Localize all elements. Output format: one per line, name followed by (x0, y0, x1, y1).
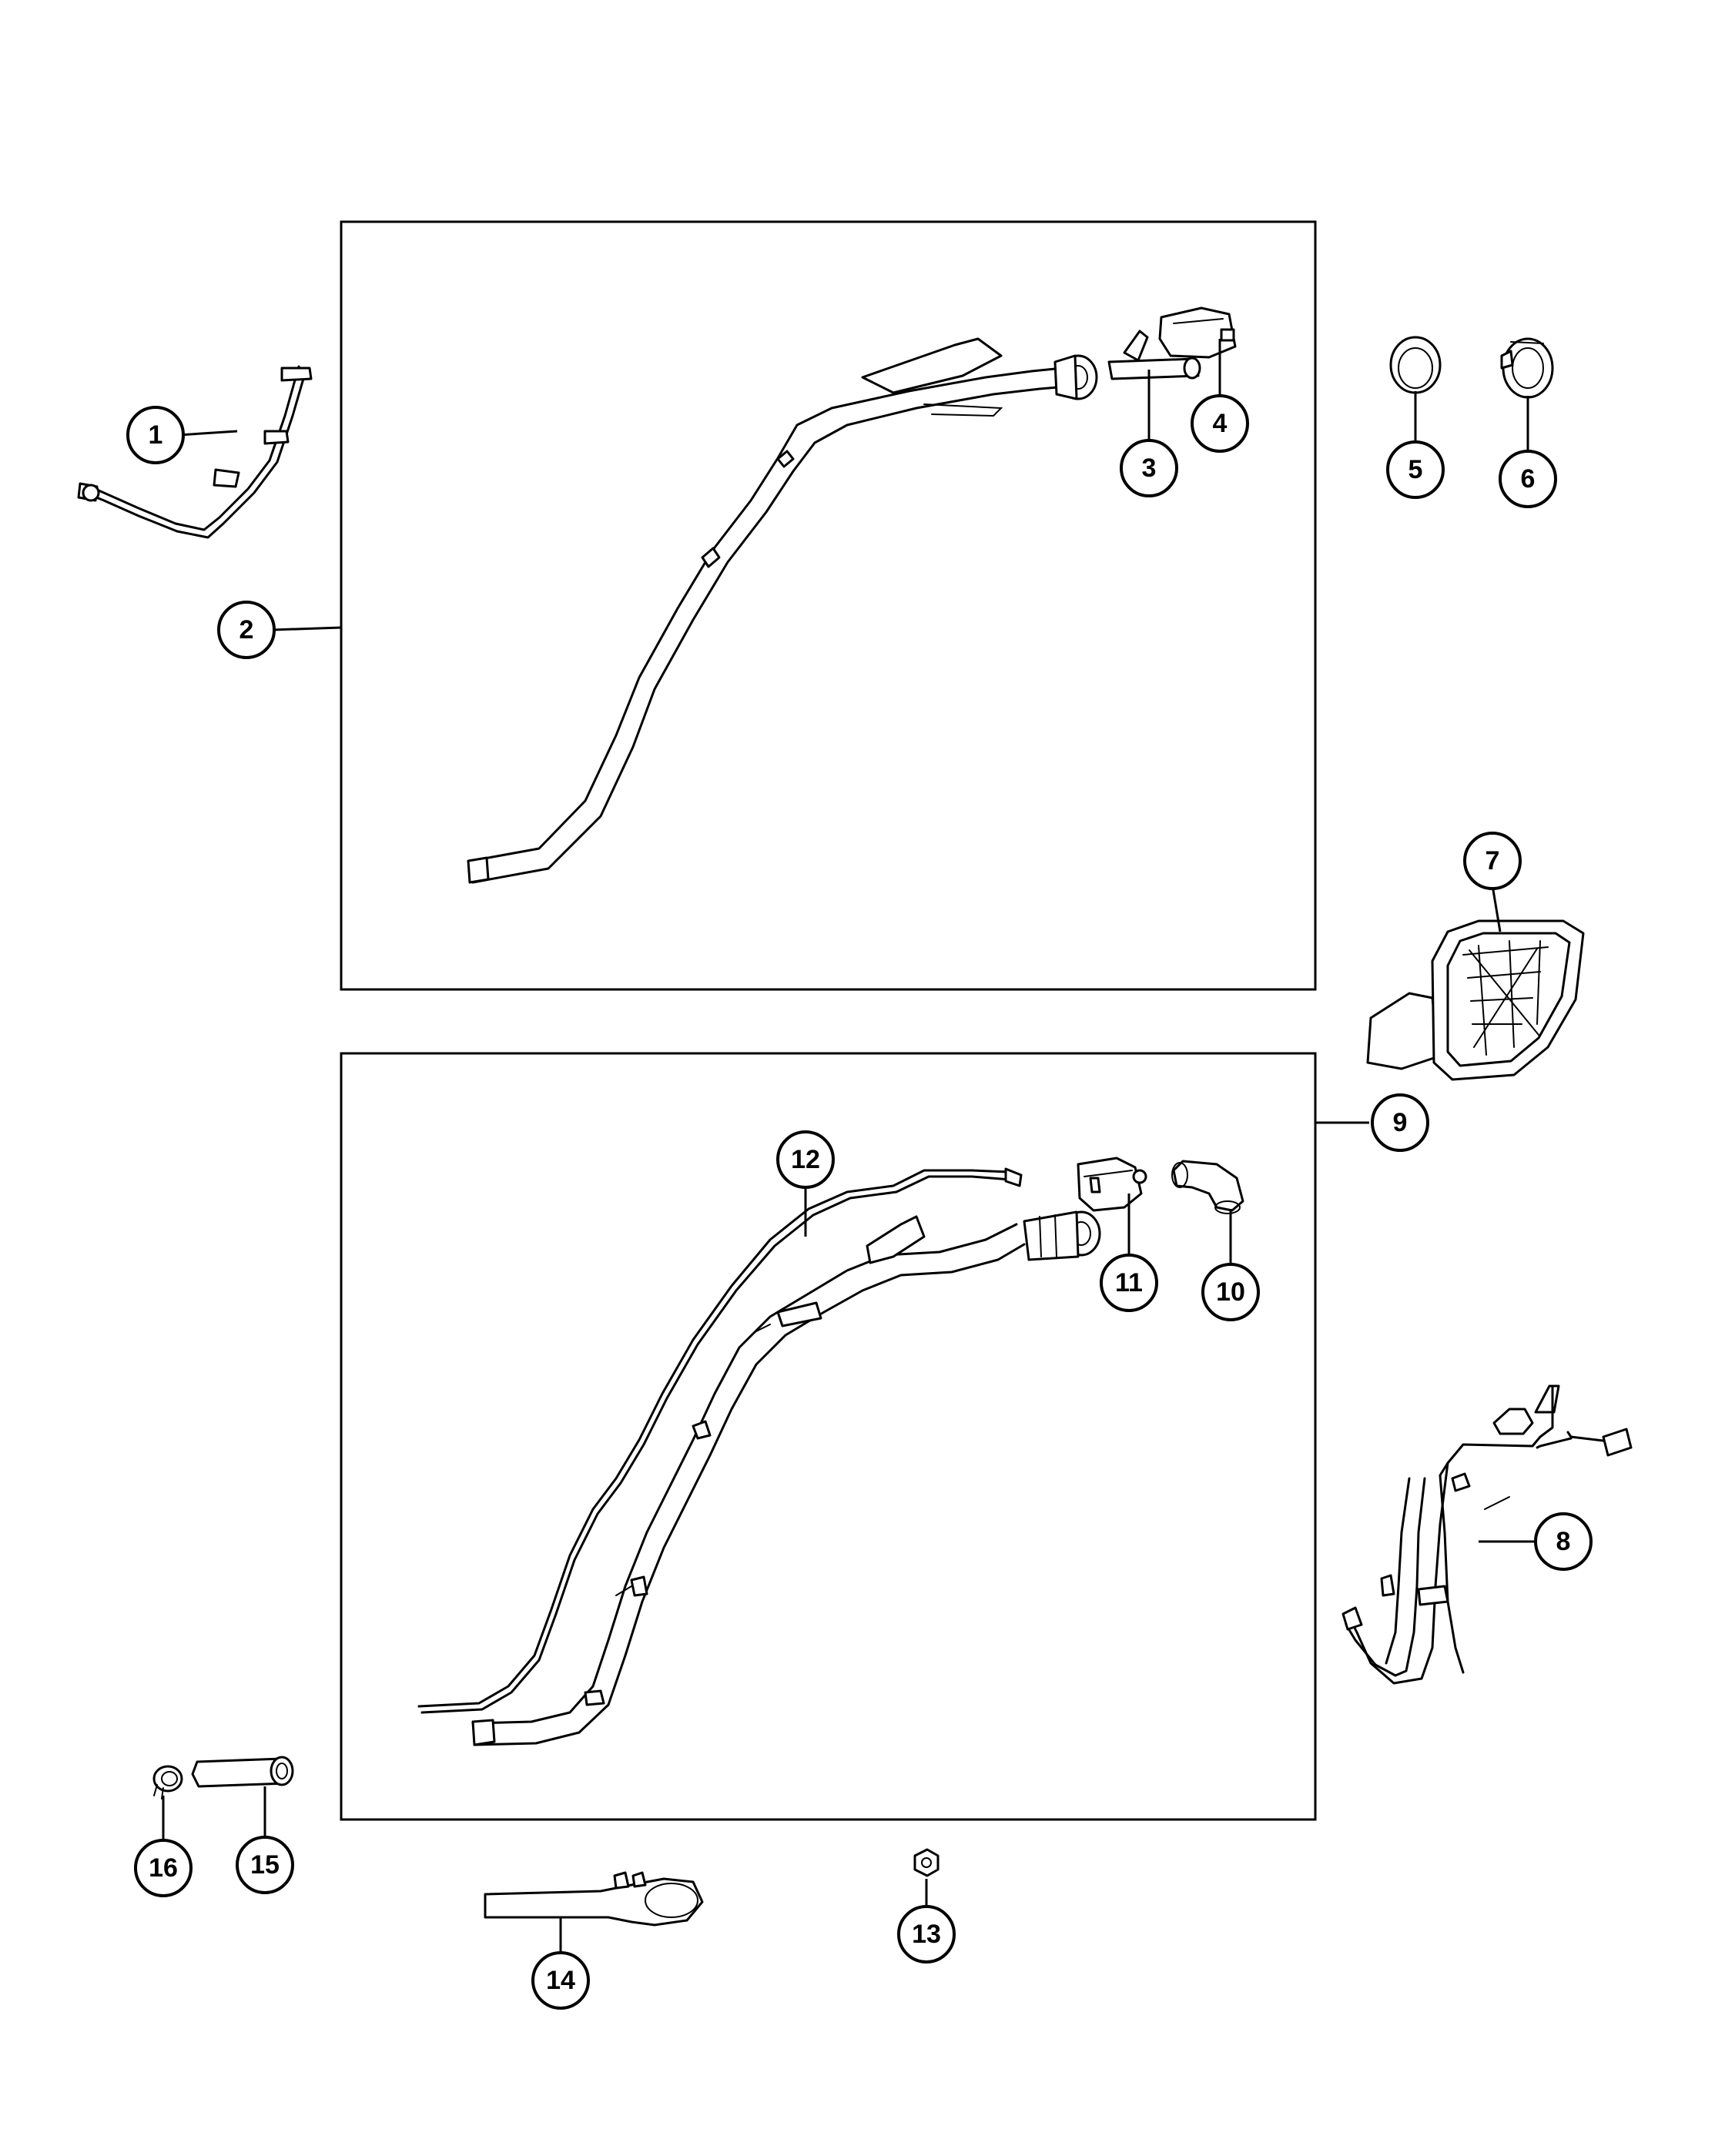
part-15-tube (191, 1756, 294, 1788)
part-5-grommet (1389, 336, 1442, 394)
callout-2-label: 2 (239, 615, 254, 644)
callout-3: 3 (1120, 439, 1178, 497)
group-box-lower (340, 1052, 1317, 1821)
callout-15: 15 (236, 1836, 294, 1894)
callout-5: 5 (1386, 440, 1445, 499)
callout-9-label: 9 (1393, 1108, 1408, 1137)
callout-11: 11 (1100, 1254, 1158, 1312)
callout-13: 13 (897, 1905, 956, 1964)
part-3-valve-tube (1107, 330, 1201, 380)
callout-7-label: 7 (1486, 846, 1500, 875)
callout-4: 4 (1191, 394, 1249, 453)
callout-14-label: 14 (546, 1966, 575, 1995)
callout-14: 14 (531, 1951, 590, 2010)
callout-12-label: 12 (791, 1145, 820, 1174)
part-13-nut (913, 1848, 940, 1877)
part-1-vapor-line (77, 365, 313, 539)
callout-13-label: 13 (912, 1920, 941, 1949)
group-box-upper (340, 220, 1317, 991)
callout-10: 10 (1201, 1263, 1260, 1321)
part-14-tube-flange (484, 1871, 704, 1927)
callout-12: 12 (776, 1130, 835, 1189)
part-9-filler-tube-assembly (471, 1210, 1101, 1746)
callout-6-label: 6 (1521, 464, 1536, 494)
callout-7: 7 (1463, 832, 1522, 890)
callout-10-label: 10 (1216, 1277, 1245, 1307)
callout-4-label: 4 (1213, 409, 1228, 438)
part-11-neck-housing (1077, 1157, 1147, 1212)
callout-6: 6 (1499, 450, 1557, 508)
callout-1-label: 1 (149, 420, 163, 450)
callout-15-label: 15 (250, 1850, 280, 1880)
part-4-housing (1158, 306, 1237, 359)
callout-1: 1 (126, 406, 185, 464)
callout-8: 8 (1534, 1512, 1593, 1571)
callout-9: 9 (1371, 1093, 1429, 1152)
callout-11-label: 11 (1115, 1268, 1143, 1297)
part-2-fuel-filler-tube (467, 337, 1098, 884)
part-12-vent-tube (417, 1167, 1023, 1714)
callout-3-label: 3 (1142, 454, 1157, 483)
part-16-clamp (152, 1765, 183, 1799)
part-10-hose (1171, 1160, 1244, 1214)
callout-5-label: 5 (1408, 455, 1423, 484)
callout-16-label: 16 (149, 1853, 178, 1883)
leader-lines (162, 339, 1536, 1951)
part-6-fuel-cap (1500, 337, 1554, 399)
callout-8-label: 8 (1556, 1527, 1571, 1556)
part-7-fuel-door (1366, 919, 1585, 1081)
part-8-vapor-line-assembly (1341, 1384, 1633, 1685)
callout-16: 16 (134, 1839, 193, 1897)
callout-2: 2 (217, 601, 276, 659)
